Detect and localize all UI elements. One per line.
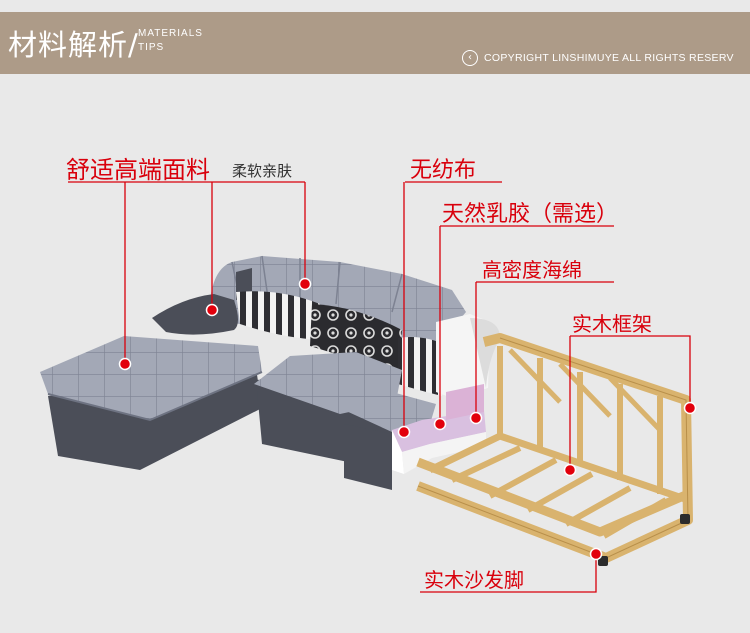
label-legs: 实木沙发脚 [424,568,524,592]
sofa-legs [598,514,690,566]
copyright-text: COPYRIGHT LINSHIMUYE ALL RIGHTS RESERV [484,52,734,64]
circle-arrow-left-icon: ‹ [462,50,478,66]
label-nonwoven: 无纺布 [410,158,477,183]
callout-dots [118,277,697,561]
label-latex: 天然乳胶（需选） [442,202,619,227]
section-subtitle: MATERIALS TIPS [138,27,203,55]
copyright-notice: ‹ COPYRIGHT LINSHIMUYE ALL RIGHTS RESERV [462,50,734,66]
label-fabric-note: 柔软亲肤 [232,162,293,180]
subtitle-line-2: TIPS [138,42,165,53]
subtitle-line-1: MATERIALS [138,28,203,39]
callout-leader-lines [68,181,691,593]
front-seat [344,392,436,490]
section-title: 材料解析/ [8,28,139,62]
section-header: 材料解析/ MATERIALS TIPS ‹ COPYRIGHT LINSHIM… [0,12,750,74]
pillows [152,291,448,396]
label-fabric: 舒适高端面料 [66,156,210,184]
label-frame: 实木框架 [572,312,652,336]
chaise-lounge [40,336,263,470]
label-foam: 高密度海绵 [482,258,582,282]
